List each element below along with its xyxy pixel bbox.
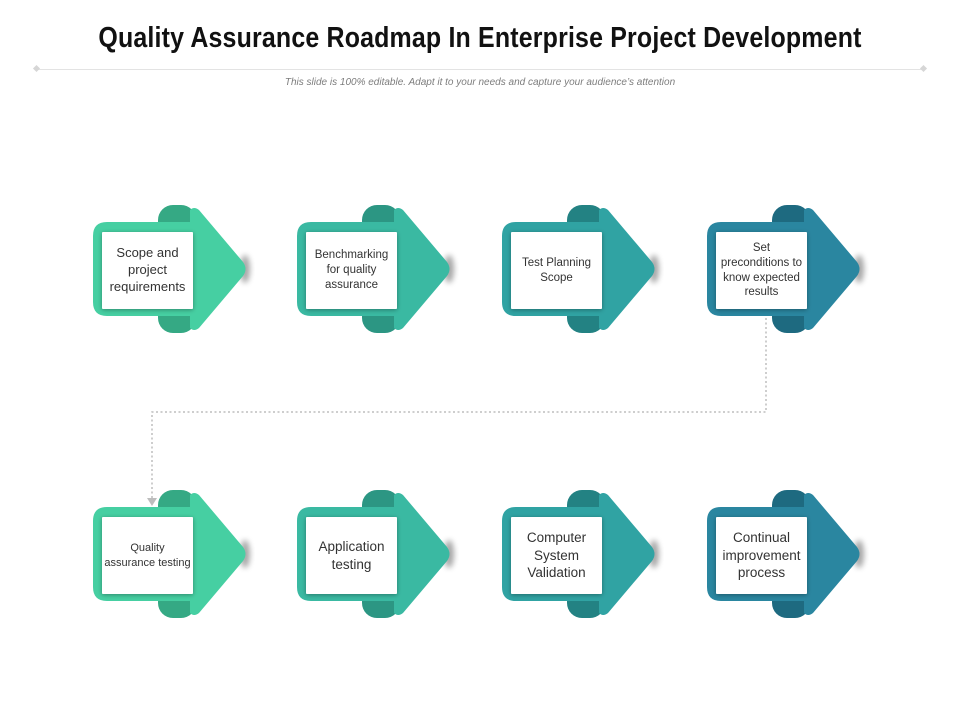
roadmap-step-1 [93, 205, 250, 333]
step-label-card [716, 232, 807, 309]
step-label-2: Benchmarking for quality assurance [314, 249, 389, 291]
roadmap-step-4 [707, 205, 864, 333]
step-label-1: Scope and project requirements [109, 245, 186, 294]
title-divider [36, 69, 924, 70]
step-label-5: Quality assurance testing [104, 542, 191, 569]
step-label-card [306, 232, 397, 309]
roadmap-step-3 [502, 205, 659, 333]
roadmap-step-5 [93, 490, 250, 618]
step-label-card [102, 232, 193, 309]
step-label-card [511, 232, 602, 309]
roadmap-step-7 [502, 490, 659, 618]
roadmap-step-8 [707, 490, 864, 618]
roadmap-step-6 [297, 490, 454, 618]
roadmap-step-2 [297, 205, 454, 333]
step-label-card [102, 517, 193, 594]
page-subtitle: This slide is 100% editable. Adapt it to… [284, 77, 676, 88]
step-label-4: Set preconditions to know expected resul… [720, 241, 803, 299]
step-label-7: Computer System Validation [526, 530, 587, 581]
step-label-6: Application testing [318, 538, 385, 572]
step-label-card [511, 517, 602, 594]
page-title: Quality Assurance Roadmap In Enterprise … [98, 22, 862, 54]
step-label-card [306, 517, 397, 594]
step-label-8: Continual improvement process [722, 530, 801, 581]
connector-line [151, 318, 767, 500]
step-label-3: Test Planning Scope [521, 256, 592, 284]
step-label-card [716, 517, 807, 594]
connector-arrowhead [147, 498, 157, 506]
